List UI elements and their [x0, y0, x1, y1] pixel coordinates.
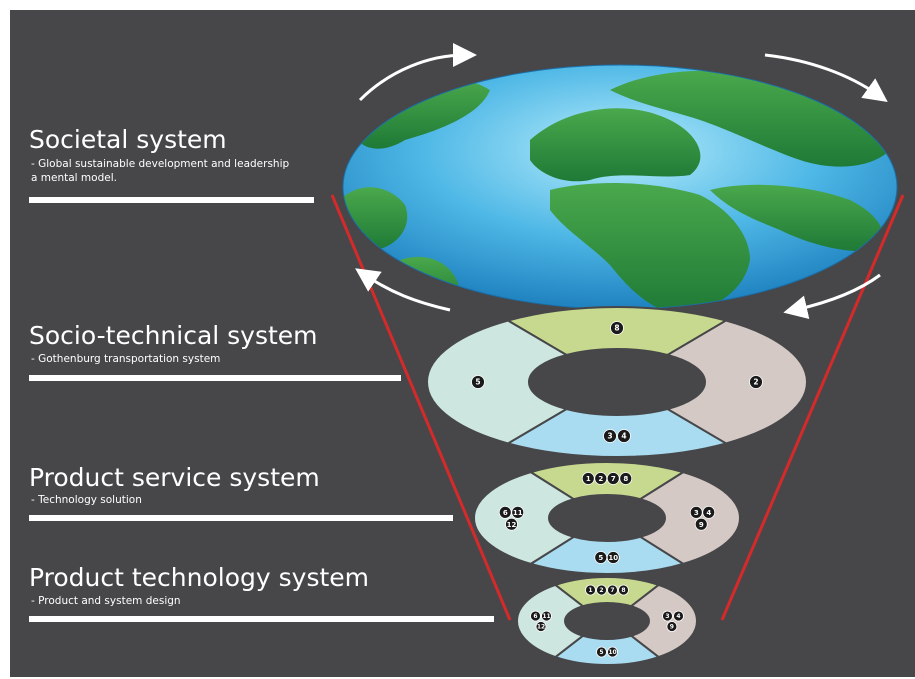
- number-badge-label: 10: [608, 649, 616, 656]
- number-badge-label: 7: [611, 475, 616, 483]
- rotation-arrow-icon: [358, 43, 477, 102]
- number-badge-label: 9: [670, 624, 674, 631]
- number-badge-label: 1: [586, 475, 591, 483]
- number-badge: [594, 472, 608, 485]
- rotation-arrow-icon: [764, 53, 888, 102]
- number-badge-label: 12: [537, 624, 545, 631]
- number-badge: [606, 472, 620, 485]
- number-badge-label: 4: [706, 509, 711, 517]
- number-badge-label: 8: [623, 475, 628, 483]
- number-badge-label: 6: [503, 509, 508, 517]
- number-badge: [702, 505, 716, 519]
- number-badge: [505, 517, 518, 531]
- funnel-line-right: [720, 194, 905, 621]
- number-badge-label: 5: [599, 649, 603, 656]
- level-title-socio-technical: Socio-technical system: [29, 321, 318, 350]
- rotation-arrow-icon: [355, 268, 451, 312]
- number-badge: [662, 610, 673, 622]
- number-badge-label: 10: [608, 554, 618, 562]
- ring-center: [565, 603, 649, 639]
- subtitle-line: - Gothenburg transportation system: [31, 353, 221, 365]
- number-badge-label: 6: [533, 613, 537, 620]
- number-badge: [619, 472, 633, 485]
- subtitle-line: - Global sustainable development and lea…: [31, 158, 290, 170]
- level-underline-product-service: [29, 515, 453, 521]
- number-badge-label: 7: [610, 587, 614, 594]
- subtitle-line: - Technology solution: [31, 494, 142, 506]
- number-badge-label: 4: [621, 432, 626, 441]
- number-badge: [581, 472, 595, 485]
- number-badge-label: 1: [588, 587, 592, 594]
- number-badge-label: 4: [676, 613, 680, 620]
- number-badge: [498, 505, 512, 519]
- number-badge: [585, 584, 596, 596]
- level-underline-product-technology: [29, 616, 494, 622]
- subtitle-line: - Product and system design: [31, 595, 181, 607]
- number-badge: [606, 551, 620, 564]
- level-underline-societal: [29, 197, 314, 203]
- rotation-arrow-icon: [783, 273, 881, 320]
- number-badge-label: 8: [614, 324, 619, 333]
- number-badge: [673, 610, 684, 622]
- number-badge: [618, 584, 629, 596]
- number-badge: [603, 429, 617, 443]
- level-title-product-service: Product service system: [29, 463, 320, 492]
- number-badge: [607, 584, 618, 596]
- number-badge: [666, 621, 678, 632]
- ring-center: [529, 349, 705, 415]
- number-badge-label: 5: [598, 554, 603, 562]
- level-subtitle-societal: - Global sustainable development and lea…: [31, 157, 289, 185]
- number-badge: [535, 621, 547, 632]
- number-badge: [694, 517, 708, 531]
- number-badge: [749, 375, 763, 389]
- level-underline-socio-technical: [29, 375, 401, 381]
- level-title-product-technology: Product technology system: [29, 563, 370, 592]
- level-subtitle-product-service: - Technology solution: [31, 493, 142, 507]
- ring-center: [549, 495, 665, 541]
- number-badge: [471, 375, 485, 389]
- number-badge-label: 11: [542, 613, 550, 620]
- number-badge-label: 2: [598, 475, 603, 483]
- number-badge-label: 12: [507, 521, 517, 529]
- number-badge: [530, 610, 541, 622]
- level-subtitle-socio-technical: - Gothenburg transportation system: [31, 352, 220, 366]
- number-badge: [594, 551, 608, 564]
- number-badge: [617, 429, 631, 443]
- number-badge-label: 2: [599, 587, 603, 594]
- number-badge: [596, 646, 607, 658]
- number-badge: [541, 610, 552, 622]
- number-badge-label: 9: [699, 521, 704, 529]
- number-badge-label: 5: [475, 378, 480, 387]
- ring-segment-left: [426, 319, 570, 445]
- funnel-line-left: [330, 194, 512, 621]
- number-badge-label: 8: [621, 587, 625, 594]
- number-badge-label: 2: [753, 378, 758, 387]
- number-badge-label: 11: [513, 509, 523, 517]
- level-subtitle-product-technology: - Product and system design: [31, 594, 181, 608]
- number-badge-label: 3: [694, 509, 699, 517]
- number-badge-label: 3: [607, 432, 612, 441]
- number-badge: [511, 505, 525, 519]
- number-badge: [689, 505, 703, 519]
- ring-segment-right: [664, 319, 808, 445]
- number-badge-label: 3: [665, 613, 669, 620]
- number-badge: [610, 321, 624, 335]
- subtitle-line: a mental model.: [31, 172, 117, 184]
- number-badge: [596, 584, 607, 596]
- globe-icon: [342, 64, 898, 310]
- number-badge: [607, 646, 618, 658]
- level-title-societal: Societal system: [29, 125, 227, 154]
